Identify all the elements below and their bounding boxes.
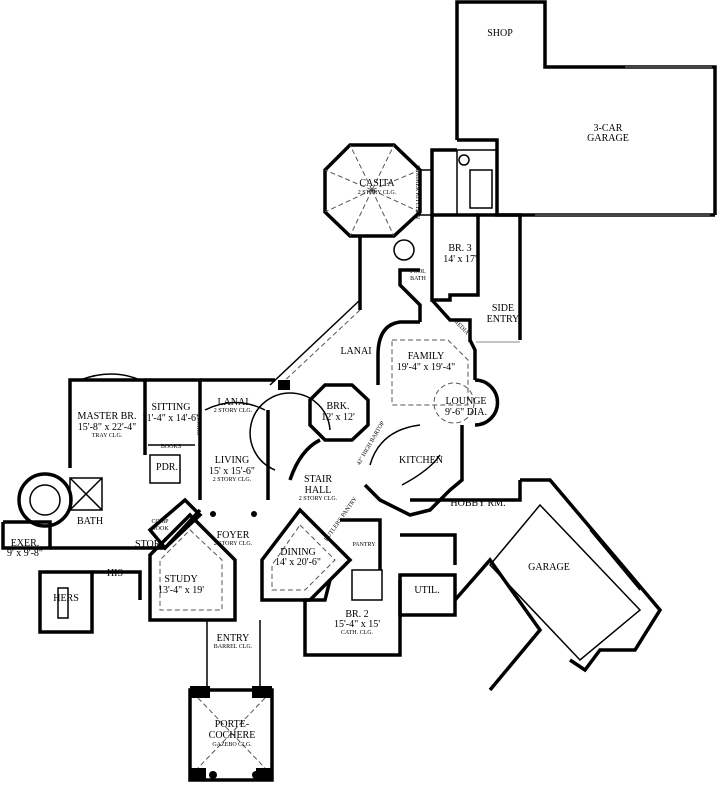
label-br3: BR. 3 [448, 243, 471, 254]
label-study: STUDY [164, 574, 197, 585]
label-porte-cochere-note: GAZEBO CLG. [212, 742, 252, 748]
label-hers: HERS [53, 593, 79, 604]
label-kitchen: KITCHEN [399, 455, 443, 466]
label-side-entry: SIDE [492, 303, 514, 314]
label-summer-kitchen: SUMMER KITCHEN [414, 165, 420, 220]
label-entry: ENTRY [217, 633, 250, 644]
label-stair-hall-note: 2 STORY CLG. [299, 496, 338, 502]
label-pool-bath: POOL [410, 269, 426, 275]
room-labels: SHOP 3-CAR GARAGE CASITA 2 STORY CLG. SU… [7, 28, 629, 748]
label-entry-note: BARREL CLG. [214, 644, 253, 650]
label-master-br-note: TRAY CLG. [92, 433, 123, 439]
label-br3-size: 14' x 17' [443, 254, 477, 265]
label-stair-hall-2: HALL [305, 485, 332, 496]
label-master-br: MASTER BR. [78, 411, 137, 422]
label-sitting-size: 11'-4" x 14'-6" [142, 413, 200, 424]
label-stor: STOR. [135, 539, 163, 550]
label-casita: CASITA [359, 178, 395, 189]
label-casita-note: 2 STORY CLG. [358, 190, 397, 196]
label-brk: BRK. [326, 401, 349, 412]
label-foyer-note: 2 STORY CLG. [214, 541, 253, 547]
label-shop: SHOP [487, 28, 513, 39]
label-living: LIVING [215, 455, 249, 466]
family-kitchen-walls [308, 320, 500, 517]
label-lounge: LOUNGE [445, 396, 486, 407]
label-exer: EXER. [11, 538, 40, 549]
label-comp-nook-2: NOOK [151, 526, 169, 532]
label-sitting: SITTING [152, 402, 191, 413]
br3-walls [358, 148, 522, 343]
label-comp-nook: COMP [151, 519, 169, 525]
label-util: UTIL. [414, 585, 439, 596]
label-hobby-rm: HOBBY RM. [450, 498, 505, 509]
label-br2: BR. 2 [345, 609, 368, 620]
label-exer-size: 9' x 9'-8" [7, 548, 43, 559]
label-dining-size: 14' x 20'-6" [275, 557, 321, 568]
label-brk-size: 12' x 12' [321, 412, 355, 423]
label-br2-note: CATH. CLG. [341, 630, 374, 636]
label-porte-cochere: PORTE- [215, 719, 249, 730]
label-master-br-size: 15'-8" x 22'-4" [78, 422, 136, 433]
casita-walls [323, 143, 433, 238]
west-wing-walls [68, 373, 331, 500]
label-living-size: 15' x 15'-6" [209, 466, 255, 477]
label-3-car-garage-2: GARAGE [587, 133, 629, 144]
label-books-2: BOOKS [195, 415, 201, 435]
lanai-walls [269, 299, 361, 390]
label-books: BOOKS [161, 444, 181, 450]
label-foyer: FOYER [217, 530, 250, 541]
label-porte-cochere-2: COCHERE [209, 730, 256, 741]
label-lanai-lower-note: 2 STORY CLG. [214, 408, 253, 414]
label-pantry: PANTRY [352, 542, 376, 548]
label-lanai-lower: LANAI [217, 397, 248, 408]
label-3-car-garage: 3-CAR [594, 123, 623, 134]
foyer-walls [147, 497, 353, 622]
label-bath: BATH [77, 516, 103, 527]
entry-walls [188, 620, 274, 782]
label-pdr: PDR. [156, 462, 178, 473]
label-lounge-size: 9'-6" DIA. [445, 407, 487, 418]
label-living-note: 2 STORY CLG. [213, 477, 252, 483]
garage-walls [453, 478, 663, 692]
label-br2-size: 15'-4" x 15' [334, 619, 380, 630]
label-family-size: 19'-4" x 19'-4" [397, 362, 455, 373]
label-stair-hall: STAIR [304, 474, 332, 485]
service-walls [303, 480, 522, 657]
label-garage: GARAGE [528, 562, 570, 573]
label-his: HIS [107, 568, 123, 579]
label-dining: DINING [280, 547, 316, 558]
label-family: FAMILY [408, 351, 445, 362]
label-side-entry-2: ENTRY [487, 314, 520, 325]
label-study-size: 13'-4" x 19' [158, 585, 204, 596]
label-pool-bath-2: BATH [410, 276, 426, 282]
label-lanai-upper: LANAI [340, 346, 371, 357]
